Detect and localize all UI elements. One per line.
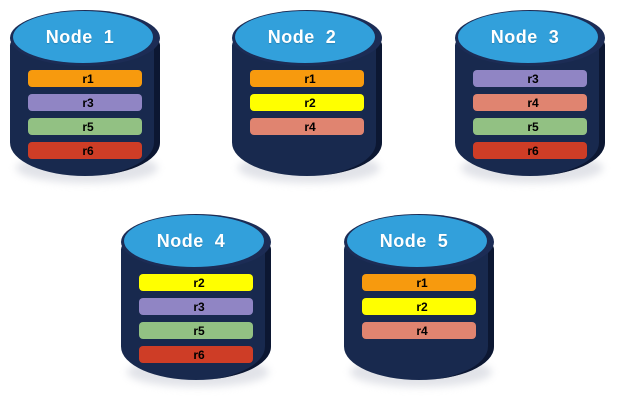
replica-bar-r2[interactable]: r2: [250, 94, 364, 111]
replica-bar-r6[interactable]: r6: [28, 142, 142, 159]
replica-list: r2 r3 r5 r6: [139, 274, 253, 363]
replica-bar-r3[interactable]: r3: [139, 298, 253, 315]
cylinder-top-icon: [124, 215, 264, 267]
replica-bar-r6[interactable]: r6: [473, 142, 587, 159]
replica-bar-r1[interactable]: r1: [250, 70, 364, 87]
replica-bar-r3[interactable]: r3: [473, 70, 587, 87]
replica-bar-r2[interactable]: r2: [139, 274, 253, 291]
replica-bar-r1[interactable]: r1: [362, 274, 476, 291]
cylinder-top-icon: [13, 11, 153, 63]
replica-list: r1 r2 r4: [362, 274, 476, 339]
replica-list: r1 r3 r5 r6: [28, 70, 142, 159]
replica-list: r1 r2 r4: [250, 70, 364, 135]
replica-bar-r4[interactable]: r4: [362, 322, 476, 339]
replica-bar-r4[interactable]: r4: [473, 94, 587, 111]
replica-bar-r5[interactable]: r5: [139, 322, 253, 339]
replica-bar-r5[interactable]: r5: [473, 118, 587, 135]
replica-bar-r3[interactable]: r3: [28, 94, 142, 111]
cylinder-top-icon: [458, 11, 598, 63]
replica-bar-r5[interactable]: r5: [28, 118, 142, 135]
cylinder-top-icon: [347, 215, 487, 267]
replica-bar-r1[interactable]: r1: [28, 70, 142, 87]
cylinder-top-icon: [235, 11, 375, 63]
replica-bar-r2[interactable]: r2: [362, 298, 476, 315]
replica-bar-r4[interactable]: r4: [250, 118, 364, 135]
replica-list: r3 r4 r5 r6: [473, 70, 587, 159]
replica-bar-r6[interactable]: r6: [139, 346, 253, 363]
